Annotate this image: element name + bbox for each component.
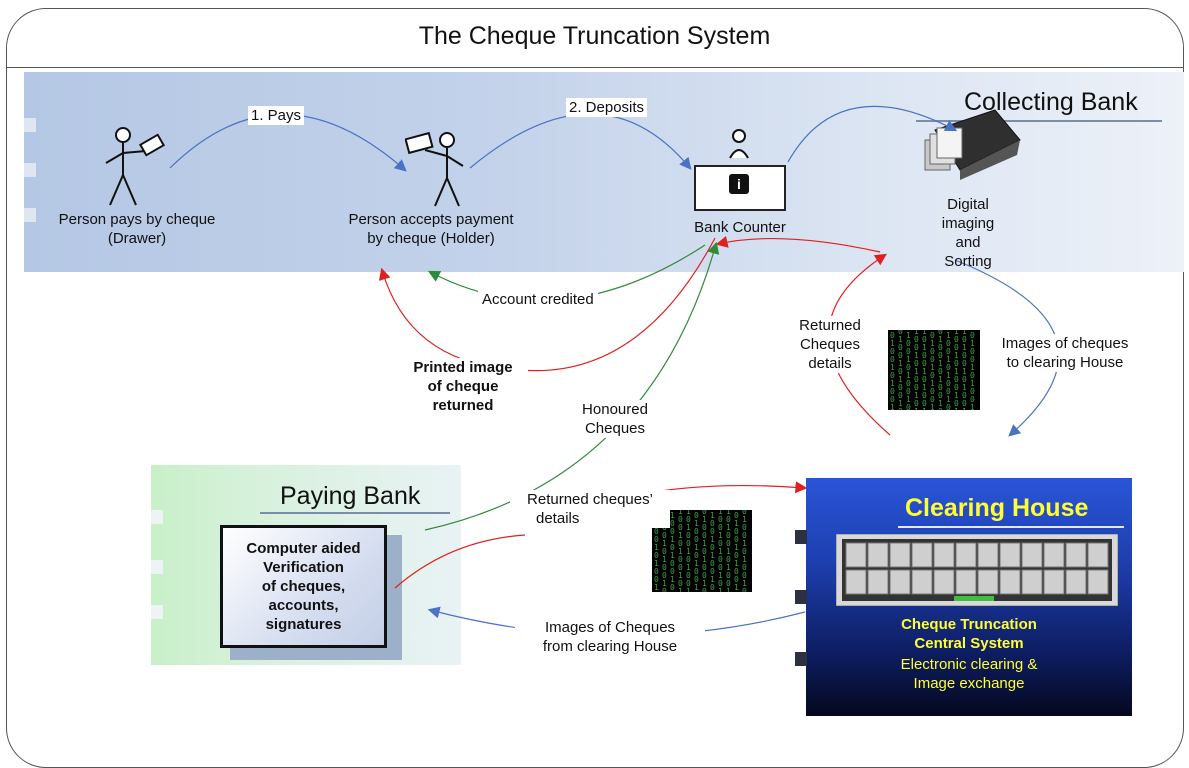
diagram-title: The Cheque Truncation System xyxy=(418,22,771,50)
verify-line: signatures xyxy=(265,616,342,633)
label-line: details xyxy=(808,355,852,372)
verification-box: Computer aided Verification of cheques, … xyxy=(220,525,387,648)
label-line: details xyxy=(536,510,580,527)
label-line: to clearing House xyxy=(1006,354,1124,371)
info-icon: i xyxy=(729,174,749,194)
panel-tab xyxy=(24,118,36,132)
description-line: Electronic clearing & xyxy=(900,656,1038,673)
to-imaging-arrow xyxy=(787,105,958,163)
label-line: Returned xyxy=(799,317,861,334)
bank-counter-label: Bank Counter xyxy=(694,219,786,236)
honoured-label: Honoured Cheques xyxy=(560,400,670,438)
subtitle-line: Central System xyxy=(914,635,1024,652)
label-line: imaging xyxy=(941,215,995,232)
subtitle-line: Cheque Truncation xyxy=(901,616,1037,633)
label-line: Images of cheques xyxy=(1001,335,1129,352)
title-underline xyxy=(916,120,1162,122)
images-from-clearing-label: Images of Cheques from clearing House xyxy=(515,618,705,656)
holder-label: Person accepts payment by cheque (Holder… xyxy=(316,210,546,248)
drawer-label: Person pays by cheque (Drawer) xyxy=(22,210,252,248)
label-line: Honoured xyxy=(582,401,648,418)
deposits-label: 2. Deposits xyxy=(566,98,648,117)
panel-tab xyxy=(151,510,163,524)
clearing-house-title: Clearing House xyxy=(905,494,1089,522)
clearing-house-description: Electronic clearing & Image exchange xyxy=(806,655,1132,693)
binary-data-icon: 0101001010010110100101001010010010100101… xyxy=(652,510,752,592)
panel-tab xyxy=(151,560,163,574)
label-line: returned xyxy=(432,397,494,414)
returned-details-label: Returned Cheques details xyxy=(790,316,870,373)
holder-person-icon xyxy=(405,131,464,207)
paying-bank-title: Paying Bank xyxy=(280,482,421,510)
panel-tab xyxy=(24,208,36,222)
clearing-house-subtitle: Cheque Truncation Central System xyxy=(806,615,1132,653)
label-line: (Drawer) xyxy=(107,230,167,247)
title-underline xyxy=(260,512,450,514)
verify-line: of cheques, xyxy=(261,578,346,595)
label-line: Returned cheques’ xyxy=(527,491,653,508)
printed-image-label: Printed image of cheque returned xyxy=(398,358,528,415)
account-credited-label: Account credited xyxy=(478,290,598,309)
images-to-clearing-label: Images of cheques to clearing House xyxy=(980,334,1150,372)
returned-cheques-label: Returned cheques’ details xyxy=(510,490,670,528)
label-line: Person pays by cheque xyxy=(58,211,216,228)
binary-data-icon: 0101001010010110100101001010010010100101… xyxy=(888,330,980,410)
label-line: of cheque xyxy=(427,378,499,395)
label-line: by cheque (Holder) xyxy=(367,230,495,247)
label-line: Printed image xyxy=(413,359,513,376)
bank-teller-icon xyxy=(729,129,749,159)
panel-tab xyxy=(795,590,807,604)
label-line: from clearing House xyxy=(542,638,678,655)
returned-cheques-line xyxy=(394,534,526,589)
drawer-person-icon xyxy=(105,127,166,206)
label-line: Cheques xyxy=(799,336,861,353)
label-line: Sorting xyxy=(944,253,992,270)
deposits-arrow xyxy=(469,113,692,170)
label-line: Cheques xyxy=(584,420,646,437)
title-band xyxy=(7,9,1183,68)
label-line: and xyxy=(955,234,981,251)
return-to-counter-arrow xyxy=(715,236,881,253)
server-rack-icon xyxy=(836,534,1118,606)
panel-tab xyxy=(151,605,163,619)
verify-line: Verification xyxy=(263,559,344,576)
label-line: Person accepts payment xyxy=(348,211,514,228)
pays-label: 1. Pays xyxy=(248,106,305,125)
panel-tab xyxy=(795,530,807,544)
panel-tab xyxy=(24,163,36,177)
description-line: Image exchange xyxy=(913,675,1025,692)
label-line: Images of Cheques xyxy=(544,619,676,636)
verify-line: accounts, xyxy=(268,597,339,614)
title-underline xyxy=(898,526,1124,528)
panel-tab xyxy=(795,652,807,666)
verify-line: Computer aided xyxy=(246,540,361,557)
label-line: Digital xyxy=(947,196,989,213)
imaging-label: Digital imaging and Sorting xyxy=(918,195,1018,271)
